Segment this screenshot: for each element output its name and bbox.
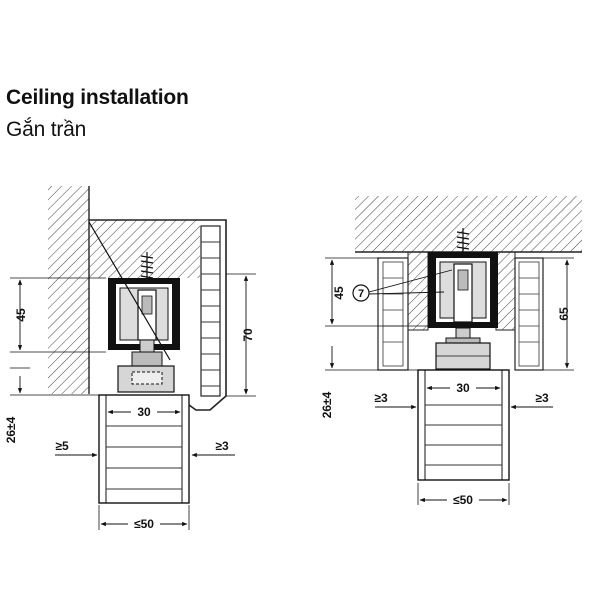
- left-dim-left-gap: ≥5: [55, 439, 69, 453]
- left-dim-total: 70: [241, 328, 255, 342]
- left-dim-right-gap: ≥3: [215, 439, 229, 453]
- right-left-fascia: [377, 251, 429, 371]
- left-dim-width: ≤50: [134, 517, 154, 531]
- left-wall: [48, 186, 89, 394]
- right-dim-total: 65: [557, 307, 571, 321]
- right-dim-width: ≤50: [453, 493, 473, 507]
- right-dim-left-gap: ≥3: [374, 391, 388, 405]
- right-callout-number: 7: [358, 288, 364, 300]
- right-right-fascia: [495, 251, 544, 371]
- right-callout: 7: [352, 269, 453, 302]
- right-roller-carriage: [435, 342, 491, 370]
- left-hanger-bolt: [131, 339, 163, 367]
- page-subtitle: Gắn trần: [6, 118, 87, 141]
- left-view: 45 70 26±4 30 ≥5 ≥3 ≤50: [4, 186, 256, 531]
- right-view: 7 45 65 26±4: [320, 196, 582, 507]
- right-dim-right-gap: ≥3: [535, 391, 549, 405]
- left-dim-track: 30: [137, 405, 151, 419]
- left-roller-carriage: [117, 365, 175, 393]
- right-dim-offset: 26±4: [320, 391, 334, 418]
- left-screw: [140, 252, 154, 282]
- right-dim-track: 30: [456, 381, 470, 395]
- page-title: Ceiling installation: [6, 86, 189, 109]
- left-dim-offset: 26±4: [4, 416, 18, 443]
- left-dim-height: 45: [14, 308, 28, 322]
- left-fascia-panel: [181, 219, 227, 411]
- right-ceiling: [355, 196, 582, 252]
- right-dim-height: 45: [332, 286, 346, 300]
- left-ceiling: [89, 220, 200, 278]
- left-track-profile: [108, 278, 180, 350]
- right-track-profile: [428, 252, 498, 328]
